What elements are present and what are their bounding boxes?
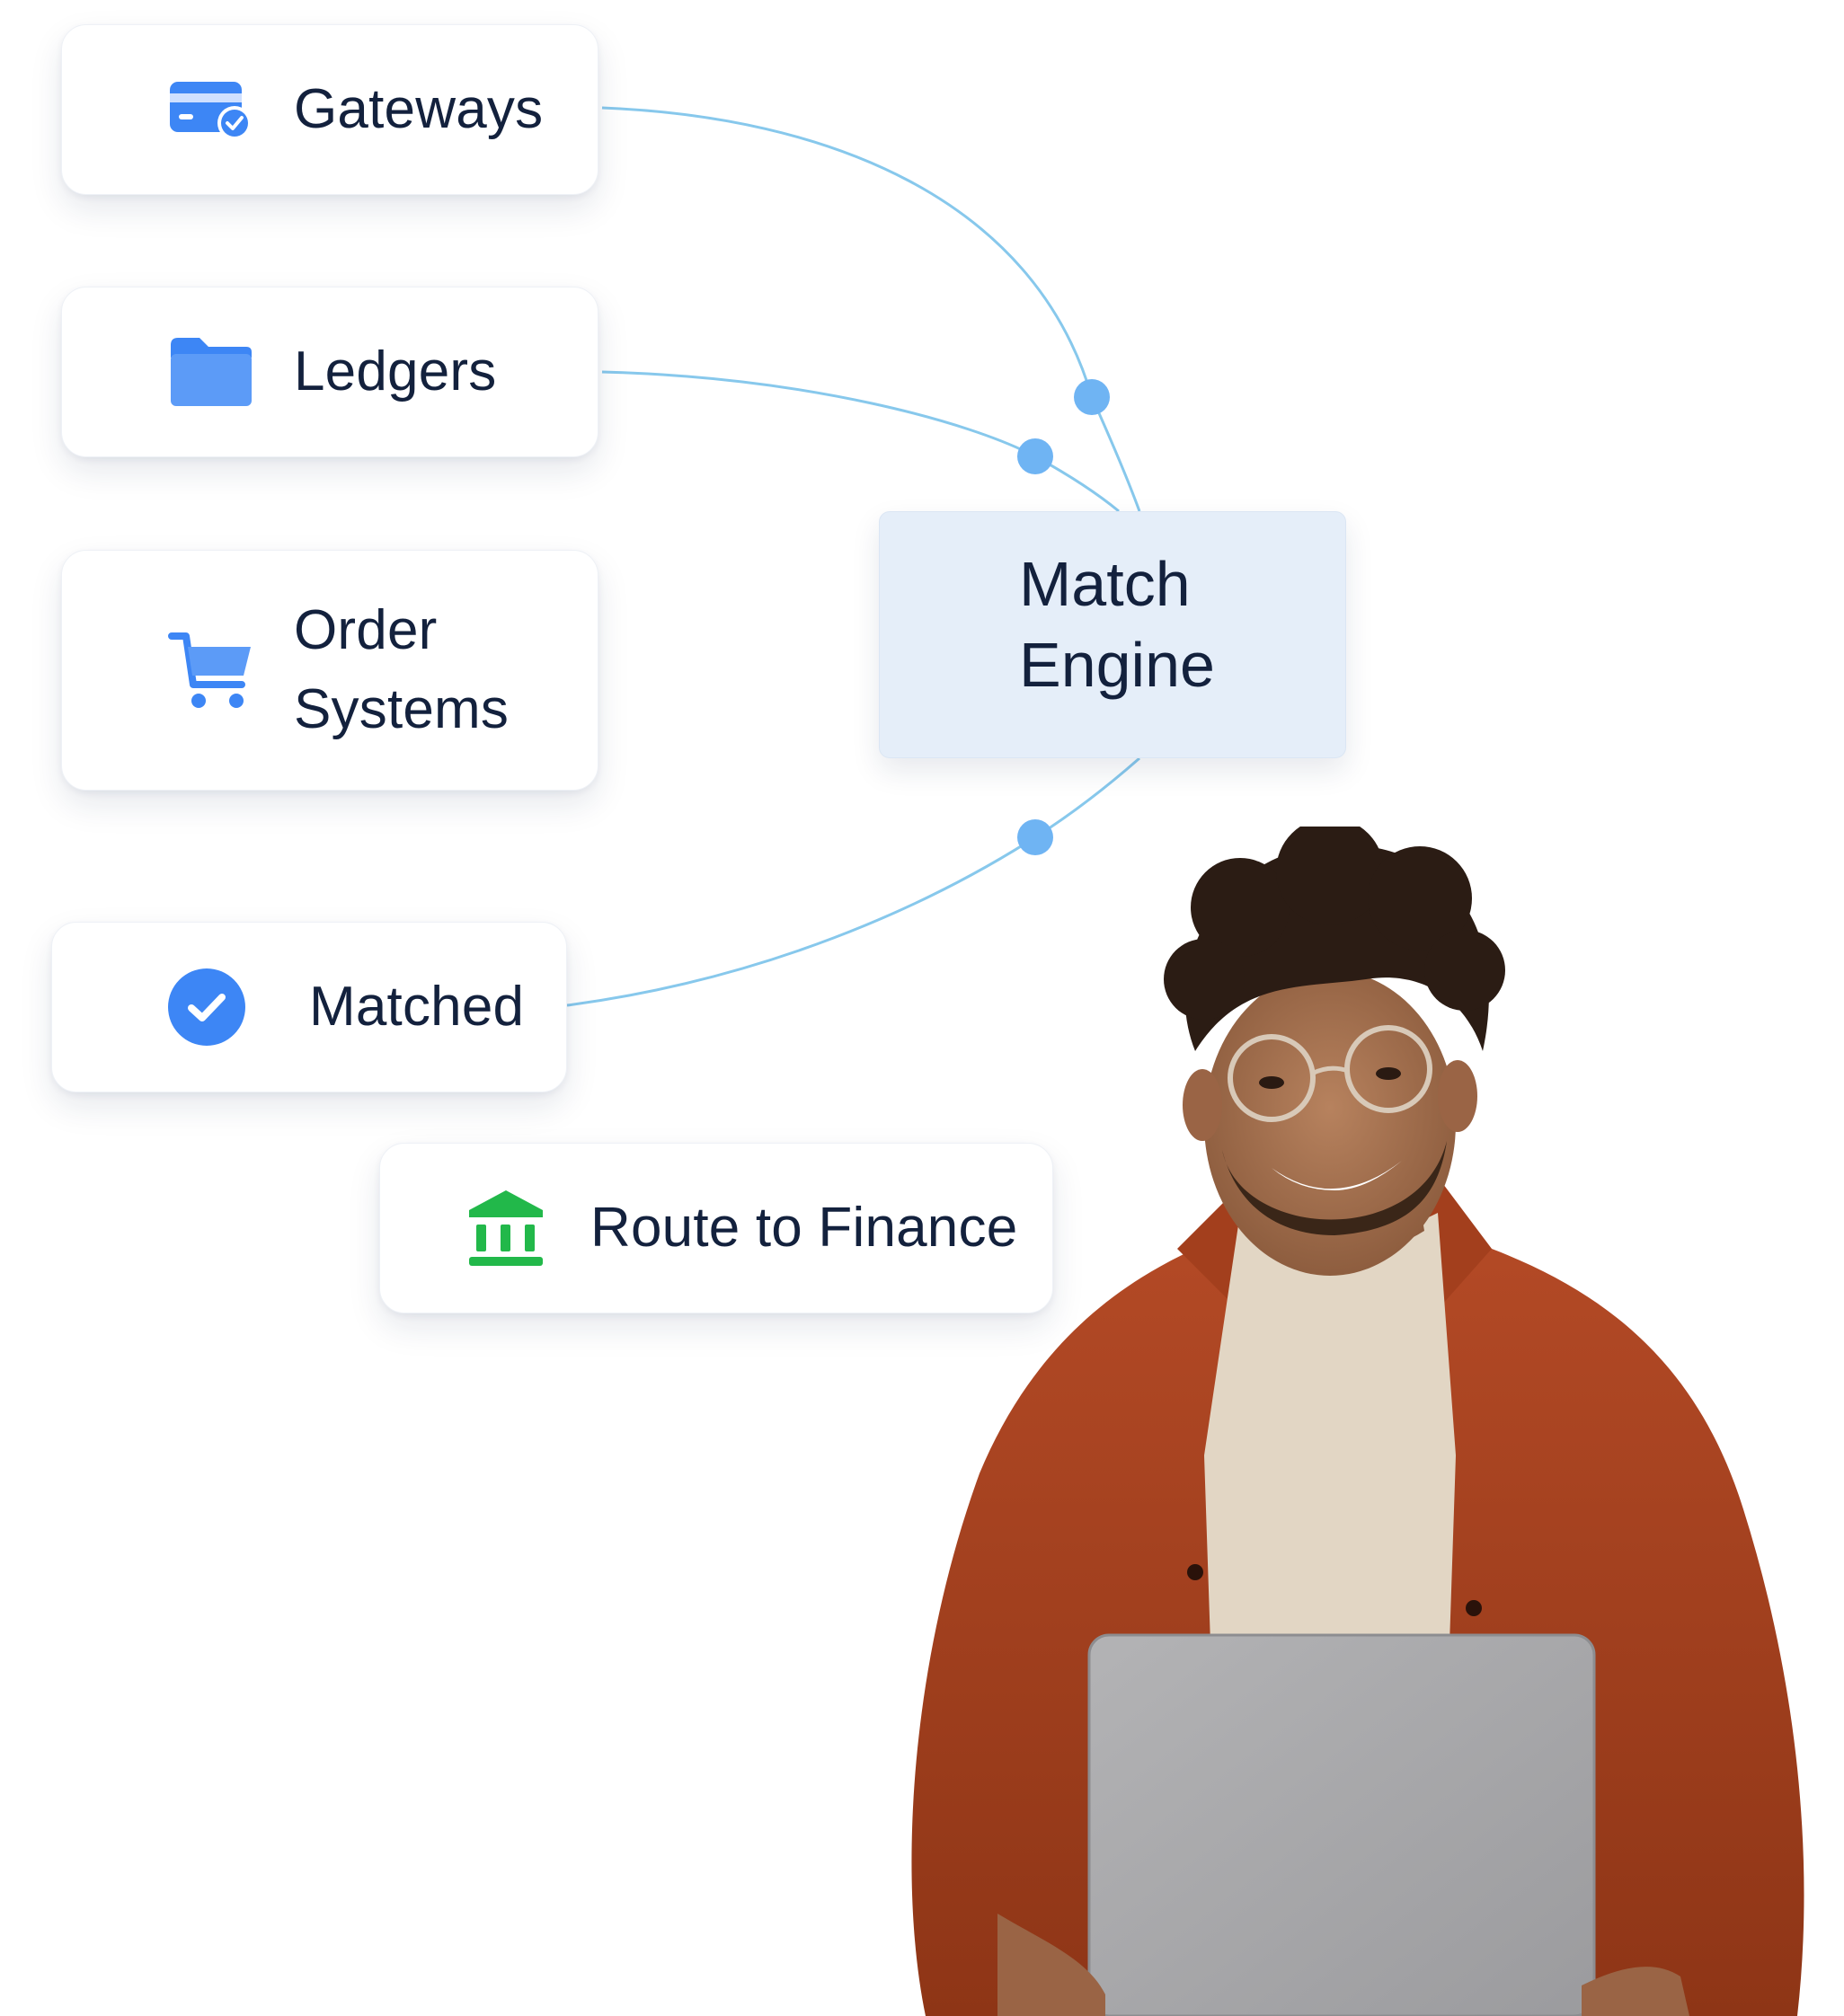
folder-icon	[168, 329, 254, 415]
source-label: Gateways	[294, 77, 544, 140]
check-circle-icon	[164, 964, 250, 1050]
connector-node-gateways	[1074, 379, 1110, 415]
source-label: Order Systems	[294, 598, 510, 740]
output-card-route-to-finance[interactable]: Route to Finance	[379, 1143, 1053, 1313]
source-label: Ledgers	[294, 340, 497, 402]
person-with-laptop-photo	[911, 827, 1804, 2016]
connector-gateways-engine	[601, 106, 1141, 512]
connector-node-ledgers	[1017, 438, 1053, 474]
output-label: Route to Finance	[590, 1196, 1018, 1259]
bank-icon	[463, 1185, 549, 1271]
connector-engine-matched	[566, 756, 1140, 1007]
connector-node-matched	[1017, 819, 1053, 855]
output-label: Matched	[309, 975, 525, 1038]
source-card-order-systems[interactable]: Order Systems	[61, 550, 598, 791]
card-check-icon	[168, 66, 254, 153]
source-card-ledgers[interactable]: Ledgers	[61, 287, 598, 457]
connector-ledgers-engine	[601, 370, 1120, 513]
match-engine-box[interactable]: Match Engine	[879, 511, 1346, 758]
output-card-matched[interactable]: Matched	[51, 922, 567, 1092]
engine-label: Match Engine	[1019, 549, 1215, 700]
cart-icon	[168, 627, 254, 713]
source-card-gateways[interactable]: Gateways	[61, 24, 598, 195]
